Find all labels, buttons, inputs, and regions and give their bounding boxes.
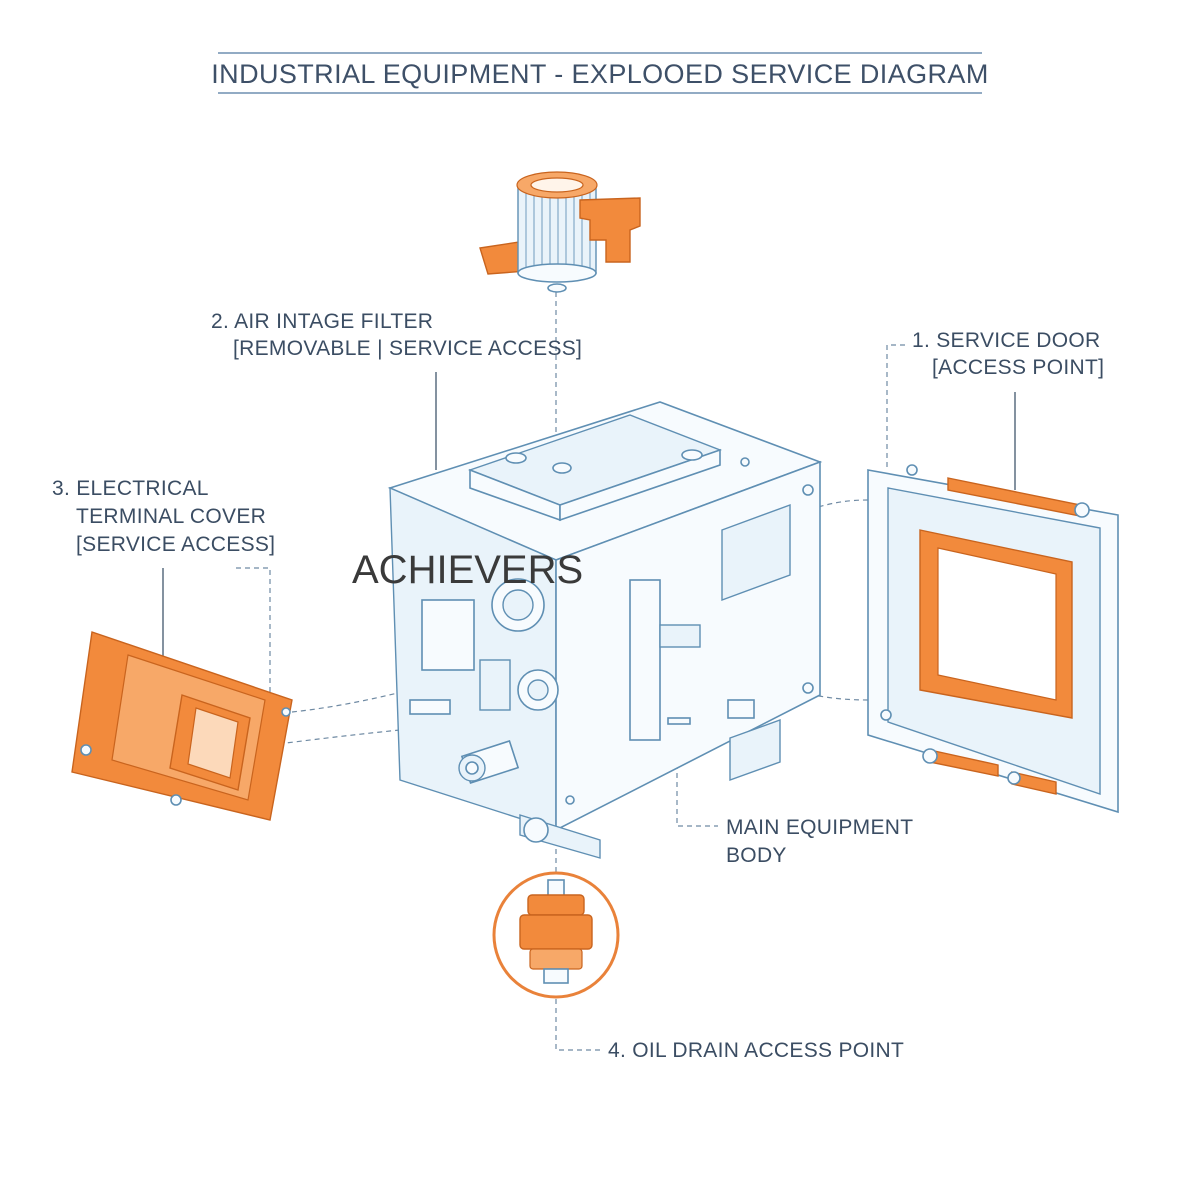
oil-drain-cap: [527, 894, 585, 916]
label-electrical-cover: 3. ELECTRICAL TERMINAL COVER [SERVICE AC…: [52, 477, 275, 556]
label-air-filter: 2. AIR INTAGE FILTER [REMOVABLE | SERVIC…: [211, 310, 582, 360]
diagram-title: INDUSTRIAL EQUIPMENT - EXPLOOED SERVICE …: [211, 59, 988, 89]
main-body-label-line2: BODY: [726, 844, 787, 867]
body-base-right: [729, 719, 781, 781]
top-cap-right: [681, 449, 703, 461]
bolt-4: [740, 457, 750, 467]
body-drain-nut: [523, 817, 549, 843]
service-door[interactable]: [867, 464, 1119, 814]
filter-o-ring: [547, 283, 567, 293]
label-main-body: MAIN EQUIPMENT BODY: [726, 816, 913, 867]
right-face-panel: [721, 503, 791, 602]
electrical-label-line2: TERMINAL COVER: [76, 505, 266, 528]
door-opening: [937, 547, 1057, 701]
top-cap-left: [505, 452, 527, 464]
door-screw-top: [906, 464, 918, 476]
oil-drain-access-point[interactable]: [492, 871, 620, 999]
label-service-door: 1. SERVICE DOOR [ACCESS POINT]: [912, 329, 1104, 379]
title-block: INDUSTRIAL EQUIPMENT - EXPLOOED SERVICE …: [211, 52, 988, 94]
filter-top-opening: [530, 177, 584, 193]
watermark: ACHIEVERS: [352, 548, 583, 592]
oil-drain-thread: [543, 968, 569, 984]
air-filter-label-line2: [REMOVABLE | SERVICE ACCESS]: [233, 337, 582, 360]
air-filter-label-line1: 2. AIR INTAGE FILTER: [211, 310, 433, 333]
service-door-label-line1: 1. SERVICE DOOR: [912, 329, 1101, 352]
left-face-bracket: [421, 599, 475, 671]
top-cap-center: [552, 462, 572, 474]
label-oil-drain: 4. OIL DRAIN ACCESS POINT: [608, 1039, 904, 1062]
right-face-bracket: [629, 579, 661, 741]
right-face-label-plate: [727, 699, 755, 719]
hose-fitting: [458, 739, 520, 785]
service-door-corner-leader: [886, 344, 905, 470]
electrical-corner-leader: [236, 567, 271, 700]
cover-body-leader-a: [291, 689, 411, 713]
air-intake-filter[interactable]: [479, 171, 641, 293]
door-top-hinge: [947, 477, 1090, 518]
cover-screw-2: [170, 794, 182, 806]
oil-drain-label-leader: [555, 990, 600, 1051]
main-body-label-line1: MAIN EQUIPMENT: [726, 816, 913, 839]
body-port-medium-inner: [527, 679, 549, 701]
right-face-slot: [667, 717, 691, 725]
oil-drain-label-line1: 4. OIL DRAIN ACCESS POINT: [608, 1039, 904, 1062]
cover-screw-1: [80, 744, 92, 756]
bolt-3: [565, 795, 575, 805]
bolt-2: [802, 682, 814, 694]
door-bottom-latch-right: [1007, 771, 1057, 795]
service-door-label-line2: [ACCESS POINT]: [932, 356, 1104, 379]
oil-drain-nut: [529, 948, 583, 970]
oil-drain-nipple: [547, 879, 565, 897]
right-face-latch: [659, 624, 701, 648]
body-port-large-inner: [502, 589, 534, 621]
filter-bottom-rim: [517, 263, 597, 283]
cover-screw-3: [281, 707, 291, 717]
main-equipment-body[interactable]: [387, 401, 823, 859]
electrical-terminal-cover[interactable]: [71, 631, 293, 821]
filter-bracket-right: [579, 197, 641, 263]
top-housing-front: [559, 448, 721, 522]
door-bottom-latch-left: [922, 748, 999, 777]
electrical-label-line1: 3. ELECTRICAL: [52, 477, 209, 500]
bolt-1: [802, 484, 814, 496]
electrical-label-line3: [SERVICE ACCESS]: [76, 533, 275, 556]
cover-window: [187, 707, 239, 779]
oil-drain-body: [519, 914, 593, 950]
cover-body-leader-b: [269, 729, 401, 746]
left-face-connector: [479, 659, 511, 711]
left-face-plug: [409, 699, 451, 715]
door-screw: [880, 709, 892, 721]
